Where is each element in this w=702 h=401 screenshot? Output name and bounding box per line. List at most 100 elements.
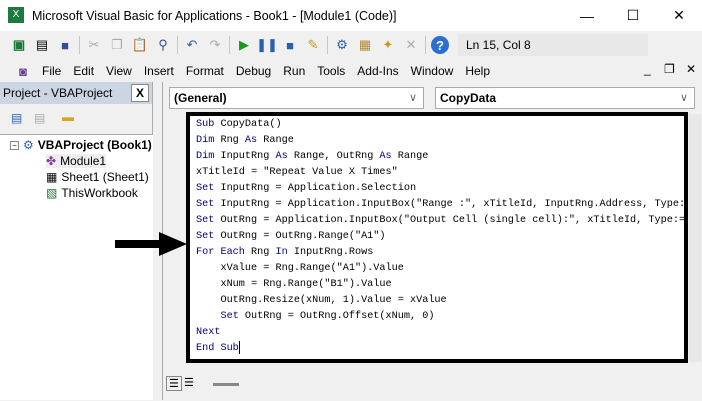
toolbox-icon[interactable]: ✕ [405,37,417,52]
find-icon[interactable]: ⚲ [158,37,168,52]
code-text [196,311,220,322]
code-text: Rng [244,247,276,258]
menu-bar: ◙ File Edit View Insert Format Debug Run… [0,60,702,82]
code-text: OutRng.Resize(xNum, 1).Value = xValue [196,295,447,306]
code-line: Sub CopyData() [196,117,282,133]
menu-format[interactable]: Format [185,64,224,78]
view-excel-icon[interactable]: ▣ [12,37,26,52]
design-mode-icon[interactable]: ✎ [307,37,319,52]
child-minimize-icon[interactable]: _ [644,62,651,76]
menu-edit[interactable]: Edit [73,64,95,78]
save-icon[interactable]: ■ [61,37,69,53]
tree-node-thisworkbook[interactable]: ▧ThisWorkbook [46,186,138,200]
tree-node-module1[interactable]: ✤Module1 [46,154,107,168]
project-explorer: Project - VBAProject X ▤ ▤ ▬ − ⚙ VBAProj… [0,82,153,400]
menu-run[interactable]: Run [283,64,306,78]
menu-add-ins[interactable]: Add-Ins [357,64,399,78]
horizontal-scrollbar[interactable] [213,383,239,386]
vba-app-icon: X [8,7,24,23]
code-text: OutRng = OutRng.Range("A1") [214,231,386,242]
keyword: Set [196,215,215,226]
close-button[interactable]: ✕ [673,7,685,23]
project-close-button[interactable]: X [131,84,149,102]
keyword: Set [196,199,215,210]
keyword: Set [220,311,239,322]
properties-icon[interactable]: ▦ [358,37,372,52]
keyword: Dim [196,151,215,162]
menu-insert[interactable]: Insert [143,64,174,78]
code-line: Set OutRng = Application.InputBox("Outpu… [196,213,688,229]
keyword: Next [196,327,221,338]
menu-debug[interactable]: Debug [235,64,272,78]
code-text: xTitleId = "Repeat Value X Times" [196,167,398,178]
redo-icon[interactable]: ↷ [209,37,221,52]
vertical-scrollbar[interactable] [689,114,701,362]
code-text: InputRng.Rows [287,247,374,258]
keyword: Set [196,183,215,194]
full-module-view-icon[interactable]: ☰ [184,377,194,389]
collapse-icon[interactable]: − [10,140,19,150]
project-explorer-icon[interactable]: ⚙ [336,37,348,52]
procedure-view-icon[interactable]: ☰ [166,376,182,391]
code-text: CopyData() [214,119,282,130]
code-line: Dim InputRng As Range, OutRng As Range [196,149,428,165]
code-text: xValue = Rng.Range("A1").Value [196,263,404,274]
keyword: End Sub [196,343,239,355]
chevron-down-icon: ∨ [679,92,688,104]
keyword: In [275,247,288,258]
document-icon: ◙ [19,63,27,79]
standard-toolbar: ▣ ▤ ■ ✂ ❐ 📋 ⚲ ↶ ↷ ▶ ❚❚ ■ ✎ ⚙ ▦ ✦ ✕ ? Ln … [0,32,670,58]
project-icon: ⚙ [23,138,34,152]
code-line: xNum = Rng.Range("B1").Value [196,277,392,293]
run-icon[interactable]: ▶ [239,37,249,52]
tree-node-sheet1[interactable]: ▦Sheet1 (Sheet1) [46,170,149,184]
cursor-position: Ln 15, Col 8 [458,34,648,56]
code-text: Rng [214,135,245,146]
cut-icon[interactable]: ✂ [88,37,100,52]
code-line: Set InputRng = Application.InputBox("Ran… [196,197,684,213]
object-dropdown[interactable]: (General)∨ [169,87,424,109]
code-line: OutRng.Resize(xNum, 1).Value = xValue [196,293,447,309]
code-text: Range [391,151,429,162]
menu-file[interactable]: File [42,64,62,78]
project-tree: − ⚙ VBAProject (Book1) ✤Module1 ▦Sheet1 … [0,134,153,400]
minimize-button[interactable]: — [580,7,594,24]
child-restore-icon[interactable]: ❐ [664,62,675,76]
procedure-dropdown[interactable]: CopyData∨ [435,87,695,109]
code-text: InputRng [214,151,276,162]
maximize-button[interactable]: ☐ [626,7,640,23]
keyword: As [244,135,258,146]
code-text: xNum = Rng.Range("B1").Value [196,279,392,290]
view-object-icon[interactable]: ▤ [34,111,46,125]
view-code-icon[interactable]: ▤ [11,111,23,125]
code-line: Set OutRng = OutRng.Range("A1") [196,229,386,245]
code-line: End Sub [196,341,240,357]
code-line: Dim Rng As Range [196,133,294,149]
keyword: Set [196,231,215,242]
menu-tools[interactable]: Tools [317,64,346,78]
code-text: InputRng = Application.Selection [214,183,417,194]
paste-icon[interactable]: 📋 [131,37,149,52]
code-text: Range [257,135,294,146]
tree-node-vbaproject[interactable]: − ⚙ VBAProject (Book1) [10,138,152,152]
arrow-annotation-icon [115,232,187,256]
child-close-icon[interactable]: ✕ [686,62,697,76]
object-browser-icon[interactable]: ✦ [382,37,394,52]
reset-icon[interactable]: ■ [286,37,294,53]
menu-help[interactable]: Help [465,64,490,78]
undo-icon[interactable]: ↶ [186,37,198,52]
code-line: Set InputRng = Application.Selection [196,181,416,197]
code-line: Set OutRng = OutRng.Offset(xNum, 0) [196,309,434,325]
break-icon[interactable]: ❚❚ [256,37,278,52]
help-icon[interactable]: ? [431,36,449,54]
menu-window[interactable]: Window [410,64,454,78]
keyword: Dim [196,135,215,146]
copy-icon[interactable]: ❐ [111,37,123,52]
keyword: As [275,151,288,162]
toggle-folders-icon[interactable]: ▬ [62,110,74,124]
insert-userform-icon[interactable]: ▤ [35,37,49,52]
chevron-down-icon: ∨ [408,92,417,104]
menu-view[interactable]: View [106,64,132,78]
code-text: OutRng = Application.InputBox("Output Ce… [214,215,688,226]
